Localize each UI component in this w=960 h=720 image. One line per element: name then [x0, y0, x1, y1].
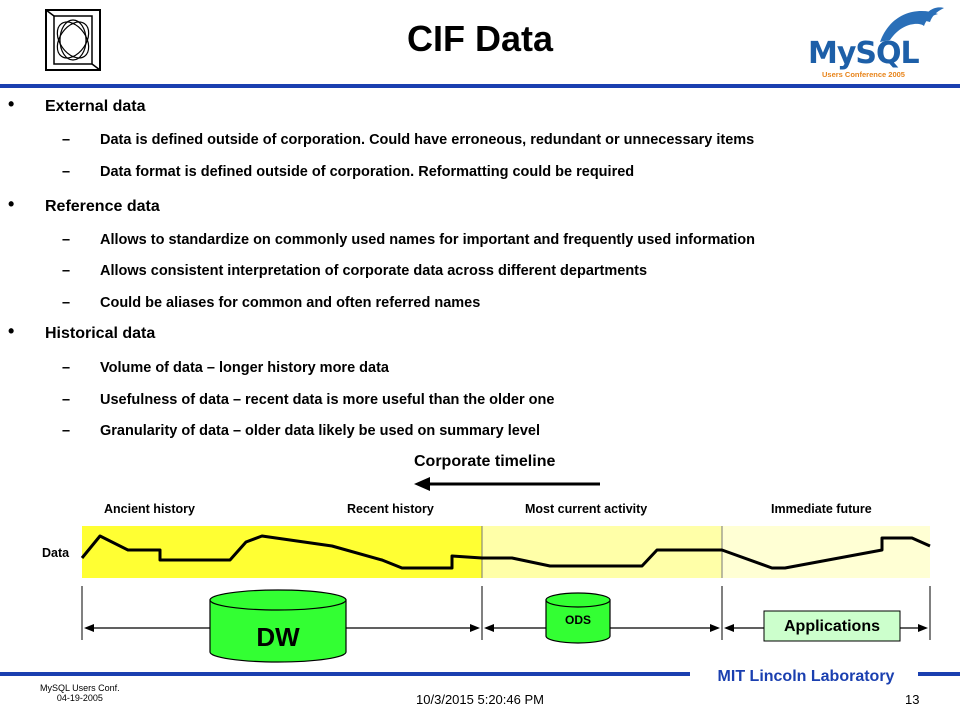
sub-item-text: Granularity of data – older data likely … — [100, 423, 540, 439]
footer-lab-name: MIT Lincoln Laboratory — [717, 668, 895, 685]
bullet-marker: • — [8, 321, 15, 341]
period-future: Immediate future — [771, 502, 872, 516]
bullet-marker: • — [8, 94, 15, 114]
dolphin-icon — [880, 7, 944, 42]
footer-conference: MySQL Users Conf. 04-19-2005 — [40, 683, 120, 703]
timeline-diagram — [80, 477, 931, 663]
footer-rule-end — [918, 672, 960, 676]
mysql-conference-logo: MySQL Users Conference 2005 — [800, 4, 950, 84]
zone-future — [722, 526, 930, 578]
dash-marker: – — [62, 295, 71, 311]
timeline-arrow-head — [414, 477, 430, 491]
dash-marker: – — [62, 360, 71, 376]
period-ancient: Ancient history — [104, 502, 195, 516]
mysql-logo-subtext: Users Conference 2005 — [822, 70, 905, 79]
ods-label: ODS — [564, 613, 591, 627]
sub-item-text: Usefulness of data – recent data is more… — [100, 392, 555, 408]
page-title: CIF Data — [406, 18, 554, 59]
period-recent: Recent history — [347, 502, 434, 516]
zone-current — [482, 526, 722, 578]
ods-cylinder — [545, 592, 611, 644]
mysql-logo-text: MySQL — [808, 36, 920, 71]
dash-marker: – — [62, 263, 71, 279]
dw-label: DW — [256, 622, 300, 652]
sub-item-text: Could be aliases for common and often re… — [100, 295, 481, 311]
dw-cylinder — [209, 589, 347, 663]
header-rule — [0, 84, 960, 88]
period-current: Most current activity — [525, 502, 648, 516]
sub-item-text: Allows to standardize on commonly used n… — [100, 232, 755, 248]
data-row-label: Data — [42, 546, 70, 560]
sub-item-text: Data is defined outside of corporation. … — [100, 132, 755, 148]
dash-marker: – — [62, 392, 71, 408]
sub-item-text: Volume of data – longer history more dat… — [100, 360, 389, 376]
footer-datetime: 10/3/2015 5:20:46 PM — [416, 692, 544, 707]
bullet-label: External data — [45, 98, 146, 115]
sub-item-text: Data format is defined outside of corpor… — [100, 164, 635, 180]
applications-box — [763, 610, 901, 642]
footer-conf-line1: MySQL Users Conf. — [40, 683, 120, 693]
dash-marker: – — [62, 232, 71, 248]
data-line — [80, 534, 931, 570]
footer-rule — [0, 672, 690, 676]
sub-item-text: Allows consistent interpretation of corp… — [100, 263, 648, 279]
bullet-label: Reference data — [45, 198, 160, 215]
lincoln-lab-logo — [45, 9, 101, 71]
footer-conf-line2: 04-19-2005 — [56, 693, 103, 703]
bullet-label: Historical data — [45, 325, 156, 342]
zone-history — [82, 526, 482, 578]
dash-marker: – — [62, 132, 71, 148]
bullet-marker: • — [8, 194, 15, 214]
applications-label: Applications — [783, 618, 880, 635]
dash-marker: – — [62, 164, 71, 180]
page-number: 13 — [905, 692, 920, 707]
timeline-label: Corporate timeline — [414, 453, 556, 470]
dash-marker: – — [62, 423, 71, 439]
